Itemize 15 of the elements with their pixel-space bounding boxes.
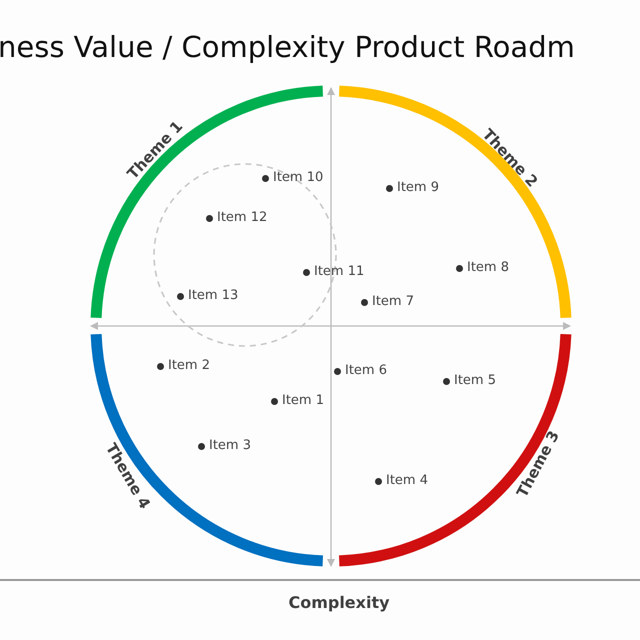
item-label: Item 7 <box>372 294 414 310</box>
item-label: Item 1 <box>282 393 324 409</box>
item-label: Item 4 <box>386 473 428 489</box>
item-label: Item 3 <box>209 438 251 454</box>
item-label: Item 9 <box>397 180 439 196</box>
item-label: Item 12 <box>217 210 268 226</box>
item-label: Item 13 <box>188 288 238 304</box>
item-label: Item 8 <box>467 260 509 276</box>
item-label: Item 2 <box>168 358 210 374</box>
item-label: Item 6 <box>345 363 387 379</box>
item-label: Item 10 <box>273 170 324 186</box>
axis-title: Complexity <box>288 594 390 612</box>
item-label: Item 5 <box>454 373 496 389</box>
item-label: Item 11 <box>314 264 364 280</box>
title: ness Value / Complexity Product Roadm <box>0 29 575 65</box>
